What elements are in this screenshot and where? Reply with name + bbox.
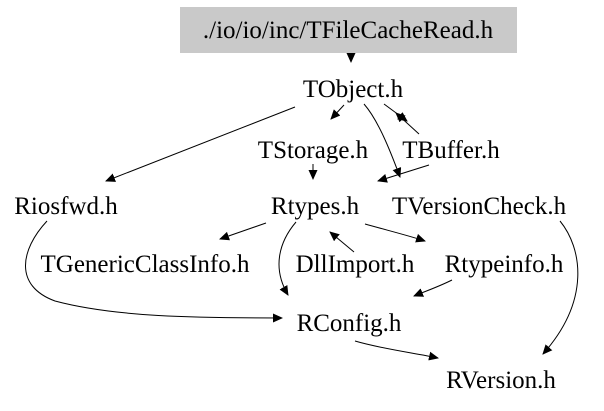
- node-dllimport[interactable]: DllImport.h: [296, 251, 415, 278]
- edge-tobject-to-riosfwd: [105, 106, 296, 182]
- edge-dllimport-to-rtypes: [329, 231, 355, 253]
- edge-tbuffer-to-tobject: [395, 112, 420, 135]
- node-tobject[interactable]: TObject.h: [303, 76, 404, 103]
- edge-rtypeinfo-to-rconfig: [413, 279, 453, 297]
- edge-rtypes-to-rconfig: [278, 221, 297, 296]
- edge-tobject-to-tbuffer: [383, 103, 408, 122]
- edge-tbuffer-to-rtypes: [377, 164, 430, 183]
- edge-tobject-to-tstorage: [330, 104, 345, 120]
- node-tversioncheck[interactable]: TVersionCheck.h: [392, 193, 567, 220]
- node-rtypes[interactable]: Rtypes.h: [271, 193, 360, 220]
- edge-tobject-to-tversioncheck: [363, 103, 402, 178]
- edge-rtypes-to-tgenericclassinfo: [219, 222, 267, 241]
- node-rconfig[interactable]: RConfig.h: [297, 310, 402, 337]
- node-tstorage[interactable]: TStorage.h: [258, 137, 369, 164]
- root-node-box: [180, 7, 517, 53]
- node-rtypeinfo[interactable]: Rtypeinfo.h: [445, 251, 564, 278]
- edge-group: [25, 53, 579, 361]
- edge-tversioncheck-to-rversion: [542, 220, 579, 355]
- edge-rtypes-to-rtypeinfo: [364, 223, 426, 243]
- node-tbuffer[interactable]: TBuffer.h: [402, 137, 500, 164]
- node-tgenericclassinfo[interactable]: TGenericClassInfo.h: [41, 251, 250, 278]
- node-root-label: ./io/io/inc/TFileCacheRead.h: [203, 17, 494, 44]
- edge-riosfwd-to-rconfig: [25, 220, 283, 323]
- edge-rconfig-to-rversion: [354, 340, 439, 361]
- node-rversion[interactable]: RVersion.h: [446, 367, 556, 394]
- node-riosfwd[interactable]: Riosfwd.h: [14, 193, 118, 220]
